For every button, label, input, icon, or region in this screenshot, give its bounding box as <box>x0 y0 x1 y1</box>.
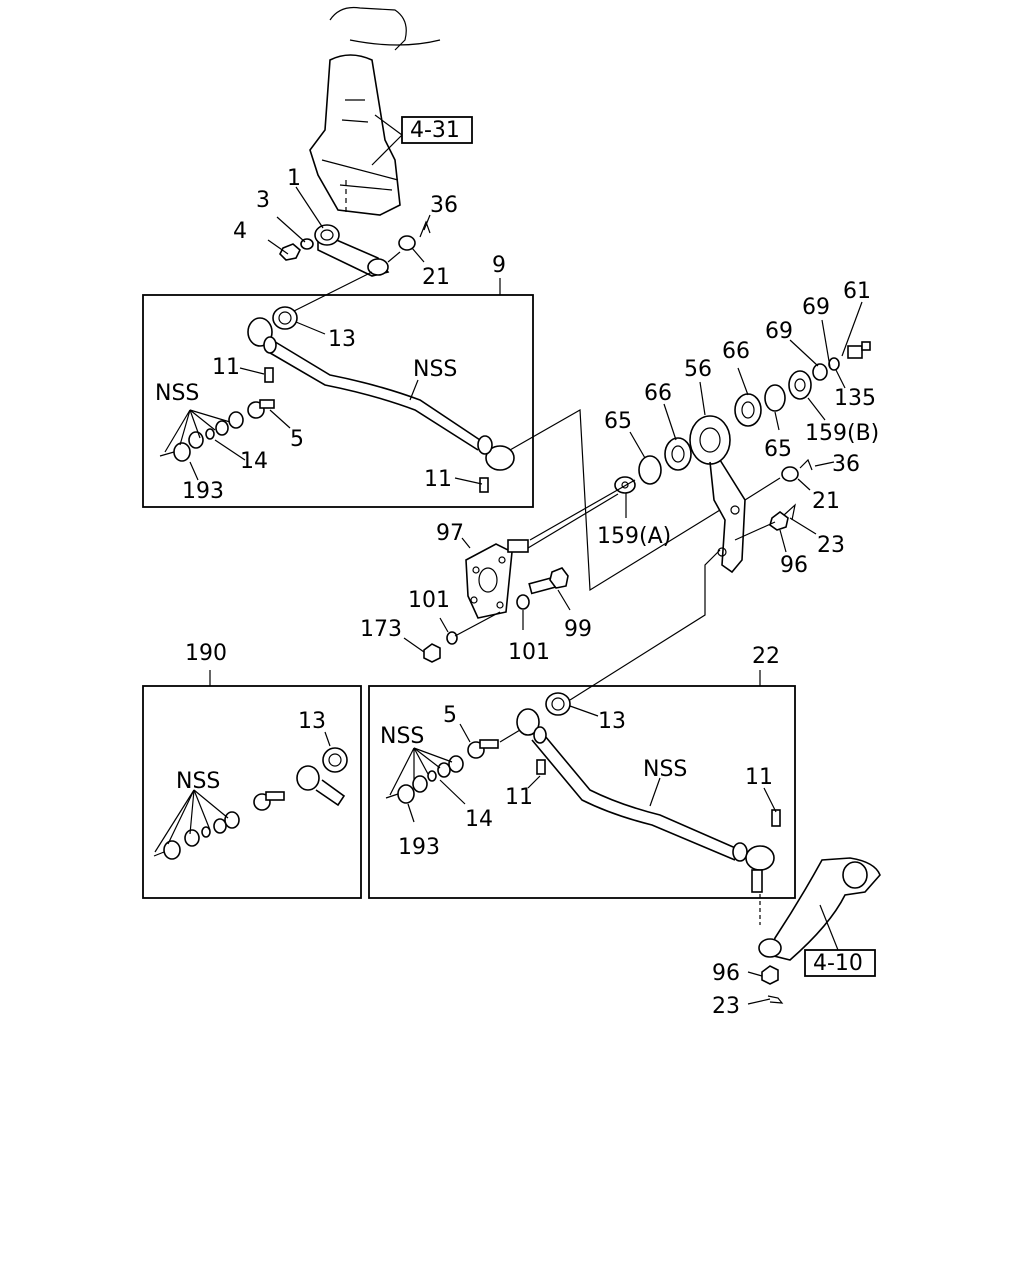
callout-65-top: 65 <box>604 409 632 434</box>
callout-g22-5: 5 <box>443 703 457 728</box>
callout-g22-193: 193 <box>398 835 440 860</box>
callout-173: 173 <box>360 617 402 642</box>
nut-96-right <box>769 511 789 531</box>
callout-159A: 159(A) <box>597 524 671 549</box>
callout-g9-5: 5 <box>290 427 304 452</box>
callout-66: 66 <box>644 381 672 406</box>
g9-grease-nipple-11-right <box>479 477 489 493</box>
callout-99: 99 <box>564 617 592 642</box>
callout-g9-nss-kit: NSS <box>155 381 199 406</box>
k190-seal-kit <box>153 811 240 860</box>
cotter-23-right <box>783 503 796 521</box>
ref-label-4-31: 4-31 <box>410 118 460 143</box>
k190-socket <box>296 765 346 807</box>
callout-36-right: 36 <box>832 452 860 477</box>
nut-69 <box>812 363 828 381</box>
nut-4 <box>279 243 301 261</box>
knuckle-arm <box>758 857 881 961</box>
callout-69: 69 <box>765 319 793 344</box>
g22-ball-stud-5 <box>467 739 499 759</box>
callout-101-bottom: 101 <box>508 640 550 665</box>
callout-97: 97 <box>436 521 464 546</box>
callout-g9-14: 14 <box>240 449 268 474</box>
g9-bushing-13 <box>272 306 298 330</box>
washer-159A <box>614 476 636 494</box>
washer-101-right <box>516 594 530 610</box>
seal-65-lower <box>638 455 662 485</box>
callout-4: 4 <box>233 219 247 244</box>
ref-box-steering-gear[interactable]: 4-31 <box>401 116 473 144</box>
callout-g9-13: 13 <box>328 327 356 352</box>
callout-23-bottom: 23 <box>712 994 740 1019</box>
k190-ball-stud <box>253 791 285 811</box>
callout-101-top: 101 <box>408 588 450 613</box>
callout-66-top: 66 <box>722 339 750 364</box>
callout-k190-13: 13 <box>298 709 326 734</box>
callout-69-top: 69 <box>802 295 830 320</box>
callout-61: 61 <box>843 279 871 304</box>
steering-gear-housing <box>309 6 441 216</box>
callout-g9-11-right: 11 <box>424 467 452 492</box>
callout-36-top: 36 <box>430 193 458 218</box>
idler-arm-56 <box>689 415 746 574</box>
washer-135 <box>828 357 840 371</box>
nut-173 <box>423 643 441 663</box>
g9-drag-link-rod <box>247 317 515 471</box>
nut-96-bottom <box>761 965 779 985</box>
cotter-36-right <box>799 458 813 471</box>
cotter-23-bottom <box>767 995 784 1004</box>
k190-bushing-13 <box>322 747 348 773</box>
callout-g9-11-left: 11 <box>212 355 240 380</box>
callout-96-bottom: 96 <box>712 961 740 986</box>
gear-arm-1 <box>314 224 390 277</box>
callout-1: 1 <box>287 166 301 191</box>
ref-box-knuckle-arm[interactable]: 4-10 <box>804 949 876 977</box>
group-box-22 <box>368 685 796 899</box>
ref-label-4-10: 4-10 <box>813 951 863 976</box>
g9-ball-stud-5 <box>247 399 275 419</box>
grease-nipple-61 <box>847 341 871 359</box>
bearing-66-upper <box>734 393 762 427</box>
callout-g22-nss-rod: NSS <box>643 757 687 782</box>
seal-65-upper <box>764 384 786 412</box>
g22-grease-nipple-11-right <box>771 809 781 827</box>
callout-g22-11-left: 11 <box>505 785 533 810</box>
callout-159B: 159(B) <box>805 421 879 446</box>
washer-101-left <box>446 631 458 645</box>
callout-labels: 1 3 4 36 21 9 13 NSS 11 NSS 5 14 193 11 … <box>155 166 879 1019</box>
g22-grease-nipple-11-left <box>536 759 546 775</box>
callout-96-right: 96 <box>780 553 808 578</box>
group-label-190: 190 <box>185 641 227 666</box>
bracket-97 <box>465 539 529 619</box>
callout-23-right: 23 <box>817 533 845 558</box>
nut-21-right <box>781 466 799 482</box>
callout-k190-nss: NSS <box>176 769 220 794</box>
g22-seal-kit <box>385 755 464 804</box>
callout-g9-193: 193 <box>182 479 224 504</box>
g9-grease-nipple-11-left <box>264 367 274 383</box>
g22-bushing-13 <box>545 692 571 716</box>
callout-21-top: 21 <box>422 265 450 290</box>
callout-g22-13: 13 <box>598 709 626 734</box>
group-label-9: 9 <box>492 253 506 278</box>
g22-drag-link-rod <box>516 708 775 893</box>
washer-159B <box>788 370 812 400</box>
bolt-99 <box>528 567 569 595</box>
bearing-66-lower <box>664 437 692 471</box>
group-box-190 <box>142 685 362 899</box>
nut-21-top <box>398 235 416 251</box>
callout-21-right: 21 <box>812 489 840 514</box>
group-label-22: 22 <box>752 644 780 669</box>
callout-g22-11-right: 11 <box>745 765 773 790</box>
cotter-pin-36-top <box>419 220 431 238</box>
group-box-9 <box>142 294 534 508</box>
callout-65: 65 <box>764 437 792 462</box>
callout-56: 56 <box>684 357 712 382</box>
callout-135: 135 <box>834 386 876 411</box>
callout-3: 3 <box>256 188 270 213</box>
callout-g22-nss-kit: NSS <box>380 724 424 749</box>
callout-g22-14: 14 <box>465 807 493 832</box>
callout-g9-nss-rod: NSS <box>413 357 457 382</box>
